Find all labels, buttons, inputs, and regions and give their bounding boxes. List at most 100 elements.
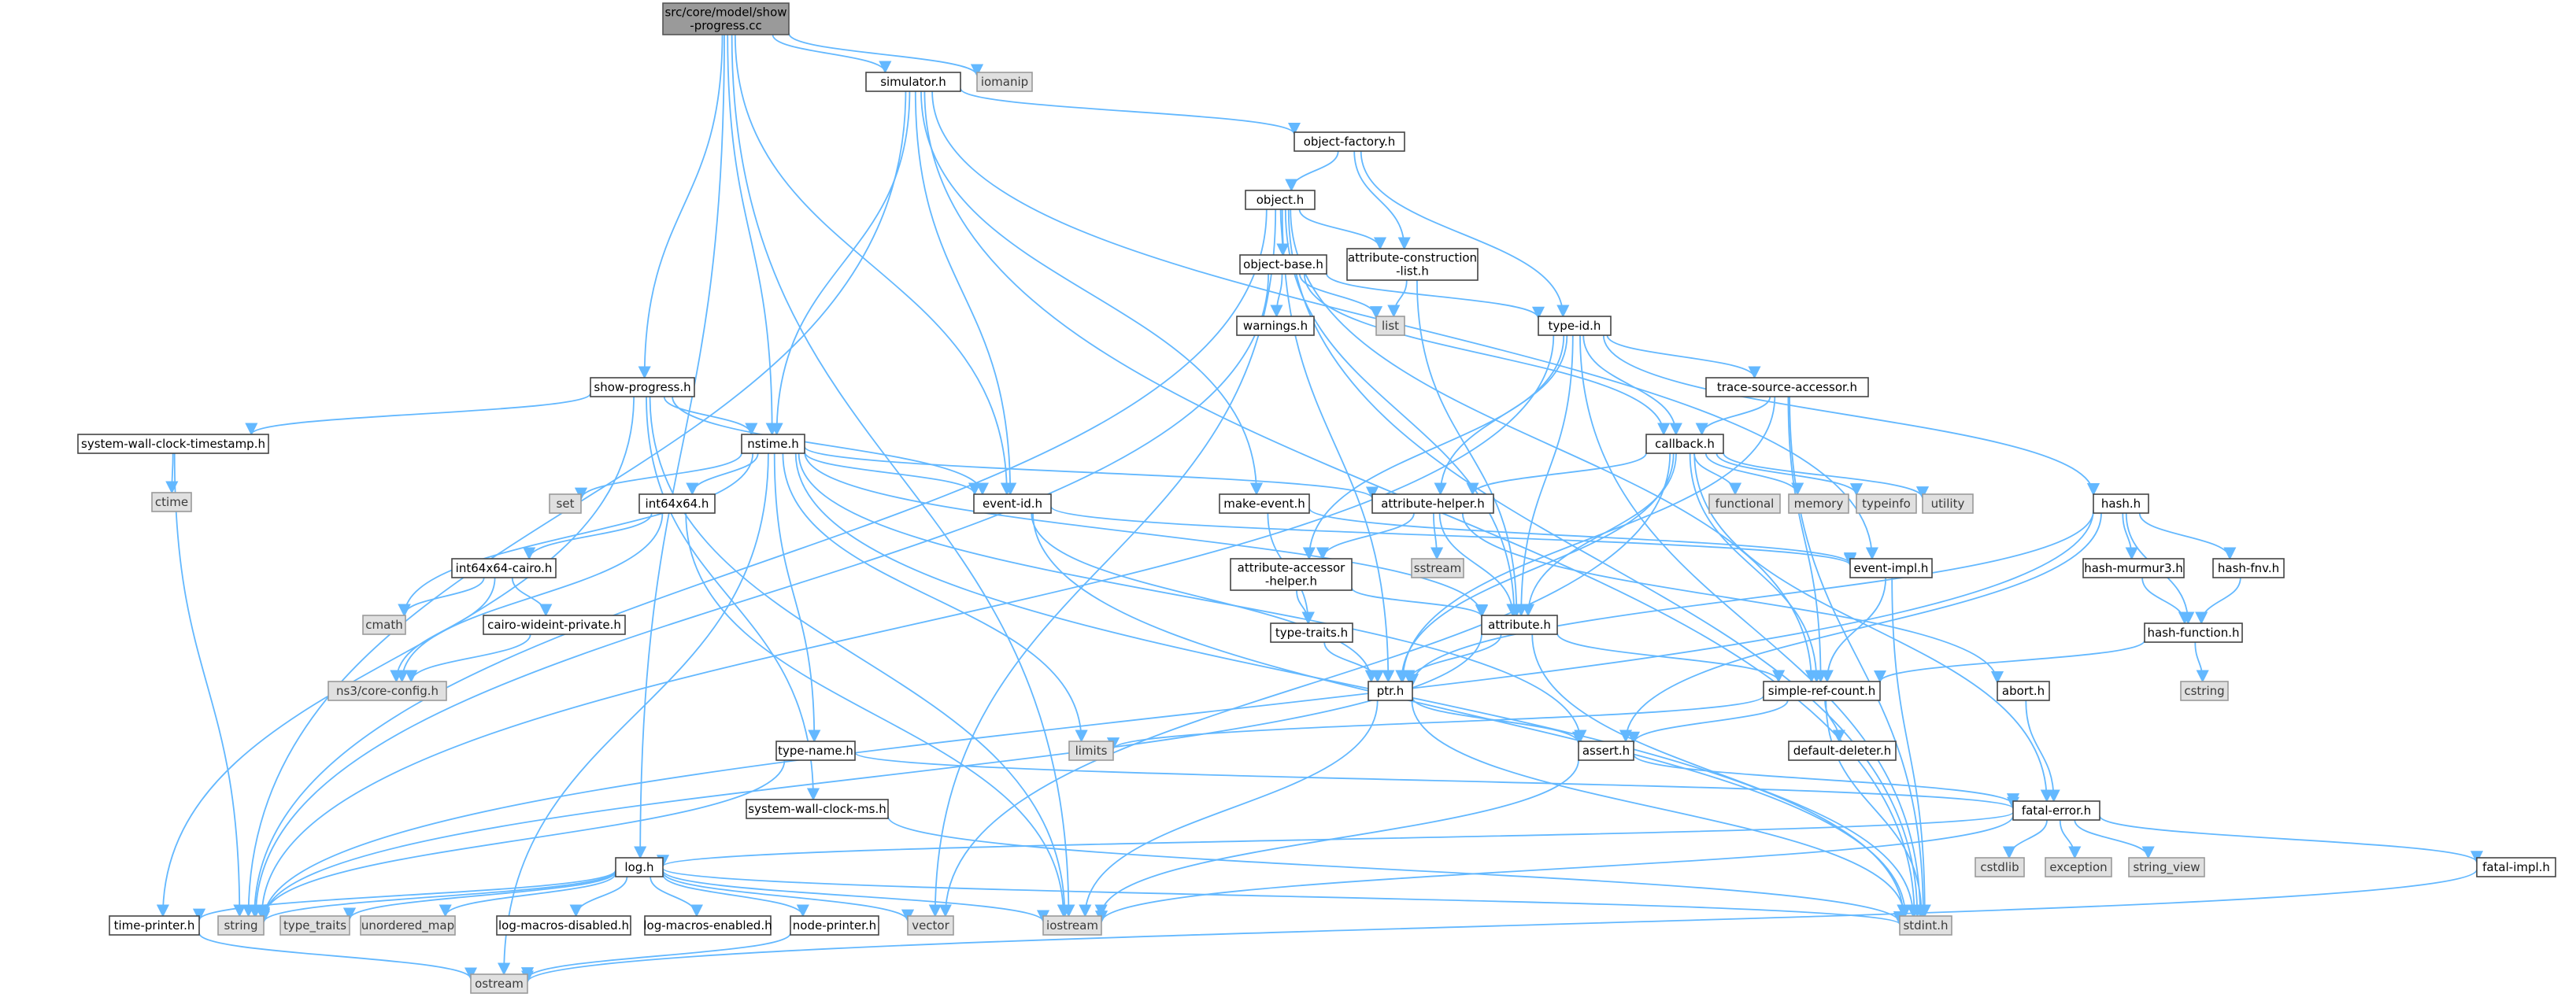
node-cstring[interactable]: cstring [2180,681,2229,701]
node-label: object-factory.h [1304,135,1396,149]
node-ns3-core-config-h[interactable]: ns3/core-config.h [328,681,447,701]
node-type-traits-h[interactable]: type-traits.h [1270,622,1353,643]
node-fatal-impl-h[interactable]: fatal-impl.h [2476,857,2556,877]
node-type-name-h[interactable]: type-name.h [775,741,856,761]
edge-object_h-to-simple_ref_count_h [1290,209,1818,683]
edge-int64x64_h-to-iostream [685,512,1070,918]
node-unordered-map[interactable]: unordered_map [360,915,456,936]
node-iomanip[interactable]: iomanip [976,72,1033,92]
node-box [2045,857,2112,877]
edge-abort_h-to-fatal_error_h [2025,700,2060,803]
node-attr-construction-list-h[interactable]: attribute-construction-list.h [1346,248,1479,281]
node-box [1236,316,1315,336]
node-functional[interactable]: functional [1708,493,1781,514]
node-limits[interactable]: limits [1068,741,1114,761]
node-label: node-printer.h [793,918,876,933]
node-system-wall-clock-ms-h[interactable]: system-wall-clock-ms.h [746,799,889,819]
node-abort-h[interactable]: abort.h [1997,681,2050,701]
edge-nstime_h-to-event_id_h [804,451,981,496]
node-hash-h[interactable]: hash.h [2093,493,2149,514]
node-attribute-accessor-helper-h[interactable]: attribute-accessor-helper.h [1230,558,1353,591]
node-label: system-wall-clock-ms.h [748,802,886,816]
node-root[interactable]: src/core/model/show-progress.cc [662,2,790,35]
edge-hash_function_h-to-cstring [2194,641,2209,683]
node-simulator-h[interactable]: simulator.h [865,72,961,92]
node-iostream[interactable]: iostream [1042,915,1102,936]
node-label: attribute-accessor [1238,561,1346,575]
edge-log_h-to-unordered_map [439,873,616,918]
node-object-base-h[interactable]: object-base.h [1239,254,1327,275]
node-memory[interactable]: memory [1788,493,1849,514]
node-sstream[interactable]: sstream [1411,558,1464,578]
edge-int64x64_cairo_h-to-cmath [398,577,485,617]
node-label: event-id.h [983,497,1042,511]
node-attribute-h[interactable]: attribute.h [1481,615,1558,635]
node-box [1411,558,1464,578]
node-string-view[interactable]: string_view [2128,857,2205,877]
node-object-h[interactable]: object.h [1245,190,1316,210]
node-hash-fnv-h[interactable]: hash-fnv.h [2212,558,2285,578]
node-set[interactable]: set [549,493,582,514]
node-show-progress-h[interactable]: show-progress.h [590,377,695,397]
node-box [1645,434,1724,454]
node-log-h[interactable]: log.h [615,857,664,877]
node-warnings-h[interactable]: warnings.h [1236,316,1315,336]
node-box [1481,615,1558,635]
node-ptr-h[interactable]: ptr.h [1368,681,1413,701]
node-cairo-wideint-private-h[interactable]: cairo-wideint-private.h [483,615,626,635]
edge-event_impl_h-to-simple_ref_count_h [1820,577,1887,683]
node-box [1975,857,2025,877]
node-box [741,434,805,454]
node-object-factory-h[interactable]: object-factory.h [1294,131,1405,152]
node-vector[interactable]: vector [907,915,954,936]
edge-simple_ref_count_h-to-stdint_h [1825,700,1928,918]
node-make-event-h[interactable]: make-event.h [1219,493,1310,514]
node-utility[interactable]: utility [1922,493,1974,514]
edge-nstime_h-to-stdint_h [794,452,1910,918]
node-event-id-h[interactable]: event-id.h [973,493,1052,514]
node-hash-function-h[interactable]: hash-function.h [2144,622,2243,643]
node-attribute-helper-h[interactable]: attribute-helper.h [1371,493,1494,514]
edge-attribute_h-to-simple_ref_count_h [1556,633,1786,683]
node-nstime-h[interactable]: nstime.h [741,434,805,454]
edge-simulator_h-to-make_event_h [920,90,1264,496]
node-int64x64-h[interactable]: int64x64.h [638,493,716,514]
node-box [1346,248,1479,281]
node-node-printer-h[interactable]: node-printer.h [790,915,879,936]
node-log-macros-disabled-h[interactable]: log-macros-disabled.h [496,915,631,936]
node-box [746,799,889,819]
node-label: -list.h [1396,264,1429,279]
node-label: simple-ref-count.h [1768,684,1875,698]
node-simple-ref-count-h[interactable]: simple-ref-count.h [1763,681,1881,701]
edge-int64x64_cairo_h-to-ns3_core_config_h [390,577,496,683]
node-int64x64-cairo-h[interactable]: int64x64-cairo.h [451,558,557,578]
node-box [2212,558,2285,578]
node-typeinfo[interactable]: typeinfo [1856,493,1917,514]
node-exception[interactable]: exception [2045,857,2112,877]
node-ctime[interactable]: ctime [151,492,192,512]
node-trace-source-accessor-h[interactable]: trace-source-accessor.h [1705,377,1869,397]
edge-attr_construction_list_h-to-attribute_h [1416,279,1523,617]
node-default-deleter-h[interactable]: default-deleter.h [1788,741,1897,761]
node-type-traits[interactable]: type_traits [279,915,350,936]
node-stdint-h[interactable]: stdint.h [1899,915,1952,936]
node-label: default-deleter.h [1793,744,1892,758]
node-cmath[interactable]: cmath [362,615,406,635]
node-cstdlib[interactable]: cstdlib [1975,857,2025,877]
node-string[interactable]: string [217,915,265,936]
edge-root-to-simulator_h [772,34,892,74]
edge-type_name_h-to-fatal_error_h [854,752,2019,810]
node-log-macros-enabled-h[interactable]: log-macros-enabled.h [643,915,772,936]
node-hash-murmur3-h[interactable]: hash-murmur3.h [2082,558,2185,578]
node-label: exception [2049,860,2107,874]
node-assert-h[interactable]: assert.h [1578,741,1634,761]
node-event-impl-h[interactable]: event-impl.h [1849,558,1933,578]
node-time-printer-h[interactable]: time-printer.h [109,915,200,936]
node-list[interactable]: list [1375,316,1405,336]
node-callback-h[interactable]: callback.h [1645,434,1724,454]
node-fatal-error-h[interactable]: fatal-error.h [2012,800,2100,821]
node-type-id-h[interactable]: type-id.h [1538,316,1612,336]
node-system-wall-clock-timestamp-h[interactable]: system-wall-clock-timestamp.h [77,434,269,454]
node-ostream[interactable]: ostream [470,973,528,994]
node-box [2093,493,2149,514]
